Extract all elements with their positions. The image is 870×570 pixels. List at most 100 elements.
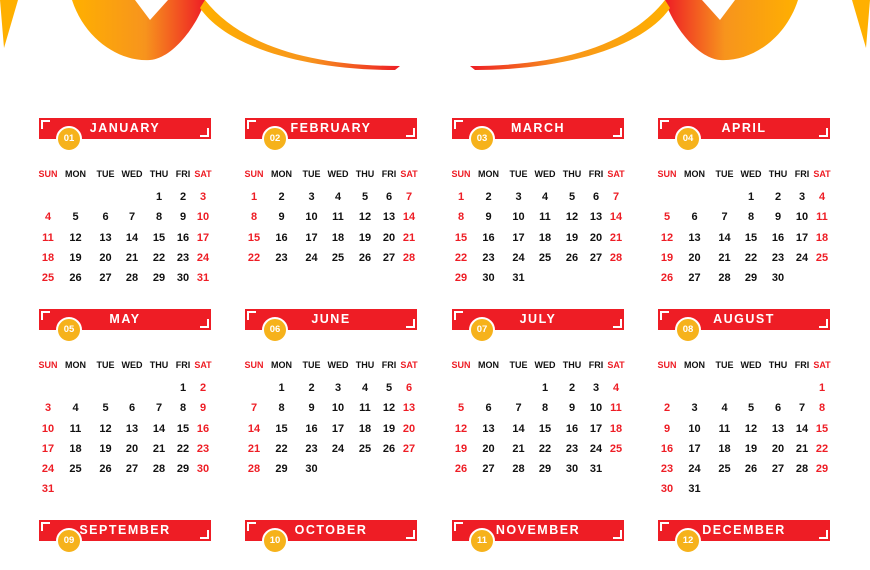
day-cell: 3 [199, 191, 207, 203]
day-cell: 24 [196, 251, 210, 264]
day-cell: 28 [125, 272, 139, 285]
weekday-header: MON [271, 360, 292, 370]
day-cell: 21 [125, 251, 139, 264]
month-number-badge: 03 [469, 126, 495, 152]
day-cell: 10 [589, 402, 603, 415]
month-number-badge: 12 [675, 528, 701, 554]
day-cell: 2 [308, 382, 315, 394]
day-cell: 20 [482, 442, 495, 455]
day-cell: 2 [199, 382, 207, 394]
day-cell: 16 [565, 422, 579, 435]
day-cell: 4 [612, 382, 620, 394]
day-cell: 24 [688, 463, 701, 476]
month-name: JUNE [311, 312, 351, 326]
day-cell: 3 [515, 191, 522, 203]
day-cell: 3 [308, 191, 315, 203]
day-cell: 3 [334, 382, 342, 394]
month-number-badge: 05 [56, 317, 82, 343]
day-cell: 2 [568, 382, 576, 394]
day-cell: 28 [795, 463, 809, 476]
day-cell: 25 [538, 251, 552, 264]
month-number-badge: 04 [675, 126, 701, 152]
month-banner: AUGUST [658, 309, 830, 330]
day-cell: 8 [179, 402, 187, 415]
day-cell: 12 [382, 402, 396, 415]
day-cell: 14 [718, 231, 731, 244]
month-name: DECEMBER [702, 523, 786, 537]
day-cell: 1 [747, 191, 755, 203]
day-cell: 9 [568, 402, 576, 415]
day-cell: 27 [688, 272, 701, 285]
day-cell: 8 [457, 211, 465, 224]
day-cell: 16 [305, 422, 318, 435]
day-cell: 11 [539, 211, 551, 224]
day-cell: 31 [589, 463, 603, 476]
month-banner: FEBRUARY [245, 118, 417, 139]
day-cell: 22 [176, 442, 190, 455]
day-cell: 8 [818, 402, 826, 415]
corner-ornament [454, 522, 463, 531]
day-cell: 3 [798, 191, 806, 203]
day-cell: 5 [457, 402, 465, 415]
day-cell: 24 [305, 251, 318, 264]
weekday-header: SAT [400, 169, 418, 179]
day-cell: 24 [331, 442, 345, 455]
corner-ornament [406, 128, 415, 137]
day-cell: 4 [72, 402, 79, 415]
day-cell: 7 [612, 191, 620, 203]
day-cell: 1 [179, 382, 187, 394]
month-number-badge: 01 [56, 126, 82, 152]
day-cell: 23 [482, 251, 495, 264]
day-cell: 6 [592, 191, 600, 203]
day-cell: 26 [382, 442, 396, 455]
day-cell: 10 [512, 211, 525, 224]
day-cell: 26 [660, 272, 674, 285]
month-banner: JUNE [245, 309, 417, 330]
day-cell: 15 [815, 422, 829, 435]
month-name: MARCH [510, 121, 566, 135]
day-cell: 1 [278, 382, 285, 394]
day-cell: 29 [538, 463, 552, 476]
weekday-header: THU [768, 360, 788, 370]
day-cell: 11 [332, 211, 344, 224]
day-cell: 2 [485, 191, 492, 203]
weekday-header: TUE [302, 169, 321, 179]
day-cell: 14 [795, 422, 809, 435]
weekday-header: WED [327, 360, 349, 370]
day-cell: 24 [41, 463, 55, 476]
weekday-header: MON [65, 169, 86, 179]
day-cell: 22 [538, 442, 552, 455]
day-cell: 18 [331, 231, 345, 244]
day-cell: 25 [815, 251, 829, 264]
corner-ornament [613, 128, 622, 137]
day-cell: 28 [512, 463, 525, 476]
day-cell: 5 [747, 402, 755, 415]
day-cell: 5 [361, 191, 369, 203]
day-cell: 24 [795, 251, 809, 264]
day-cell: 21 [152, 442, 166, 455]
day-cell: 21 [795, 442, 809, 455]
day-cell: 30 [196, 463, 210, 476]
month-banner: JANUARY [39, 118, 211, 139]
weekday-header: SUN [244, 169, 264, 179]
weekday-header: THU [355, 169, 375, 179]
day-cell: 18 [41, 251, 55, 264]
month-number-badge: 10 [262, 528, 288, 554]
day-cell: 4 [721, 402, 728, 415]
corner-ornament [819, 530, 828, 539]
month-banner: MARCH [452, 118, 624, 139]
day-cell: 4 [334, 191, 342, 203]
day-cell: 17 [41, 442, 55, 455]
day-cell: 14 [512, 422, 525, 435]
day-cell: 20 [771, 442, 785, 455]
weekday-header: WED [327, 169, 349, 179]
weekday-header: SAT [194, 360, 212, 370]
weekday-header: WED [121, 360, 143, 370]
month-name: APRIL [721, 121, 767, 135]
day-cell: 9 [663, 422, 671, 435]
